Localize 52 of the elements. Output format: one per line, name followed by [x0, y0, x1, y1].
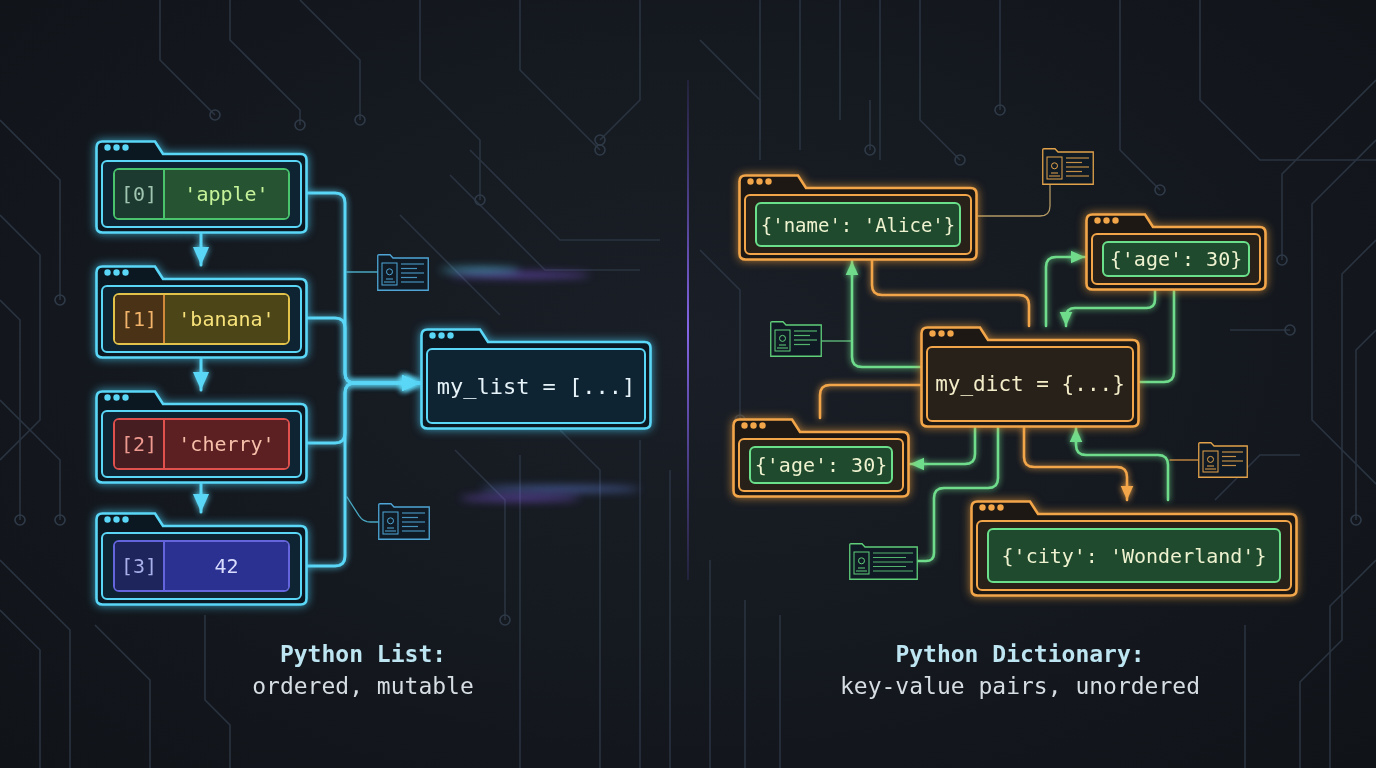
arrow [192, 482, 210, 514]
connector-line [818, 383, 922, 420]
dict-entry-label: {'age': 30} [749, 446, 893, 484]
file-icon [377, 254, 429, 291]
window-box [420, 328, 652, 430]
window-box [732, 418, 910, 498]
arrow [1069, 426, 1170, 502]
dict-entry-label: {'city': 'Wonderland'} [987, 528, 1281, 583]
window-box [95, 265, 308, 359]
connector-line [346, 496, 379, 523]
file-icon [1198, 442, 1248, 478]
arrow [1044, 250, 1087, 328]
window-box [1085, 213, 1267, 291]
arrow [192, 357, 210, 392]
window-box [970, 500, 1298, 597]
window-box [738, 174, 978, 261]
index-label: [0] [115, 170, 165, 218]
index-label: [3] [115, 542, 165, 590]
dict-entry-label: {'name': 'Alice'} [755, 202, 961, 247]
connector-line [1138, 289, 1176, 384]
connector-line [346, 271, 378, 273]
caption-text: ordered, mutable [252, 672, 474, 700]
connector-line [977, 184, 1051, 217]
window-box [95, 390, 308, 484]
window-box [95, 140, 308, 234]
file-icon [770, 321, 822, 357]
file-icon [849, 543, 918, 580]
caption-heading: Python List: [279, 640, 447, 668]
index-label: [1] [115, 295, 165, 343]
arrow [908, 426, 977, 471]
connector-line [821, 340, 852, 342]
dict-entry-label: {'age': 30} [1102, 241, 1250, 277]
arrow [192, 232, 210, 267]
code-label: my_dict = {...} [935, 372, 1125, 396]
value-label: 'banana' [165, 295, 288, 343]
connector-line [870, 259, 1031, 328]
window-box [95, 512, 308, 606]
value-label: 'cherry' [165, 420, 288, 468]
value-label: 42 [165, 542, 288, 590]
file-icon [378, 503, 430, 540]
file-icon [1042, 148, 1094, 185]
connector-line [1169, 459, 1199, 461]
caption-text: key-value pairs, unordered [840, 672, 1200, 700]
arrow [1059, 289, 1157, 328]
value-label: 'apple' [165, 170, 288, 218]
arrow [845, 259, 922, 369]
index-label: [2] [115, 420, 165, 468]
window-box [920, 326, 1140, 428]
caption-heading: Python Dictionary: [895, 640, 1145, 668]
code-label: my_list = [...] [436, 373, 636, 399]
arrow [306, 374, 422, 568]
arrow [1022, 426, 1134, 502]
